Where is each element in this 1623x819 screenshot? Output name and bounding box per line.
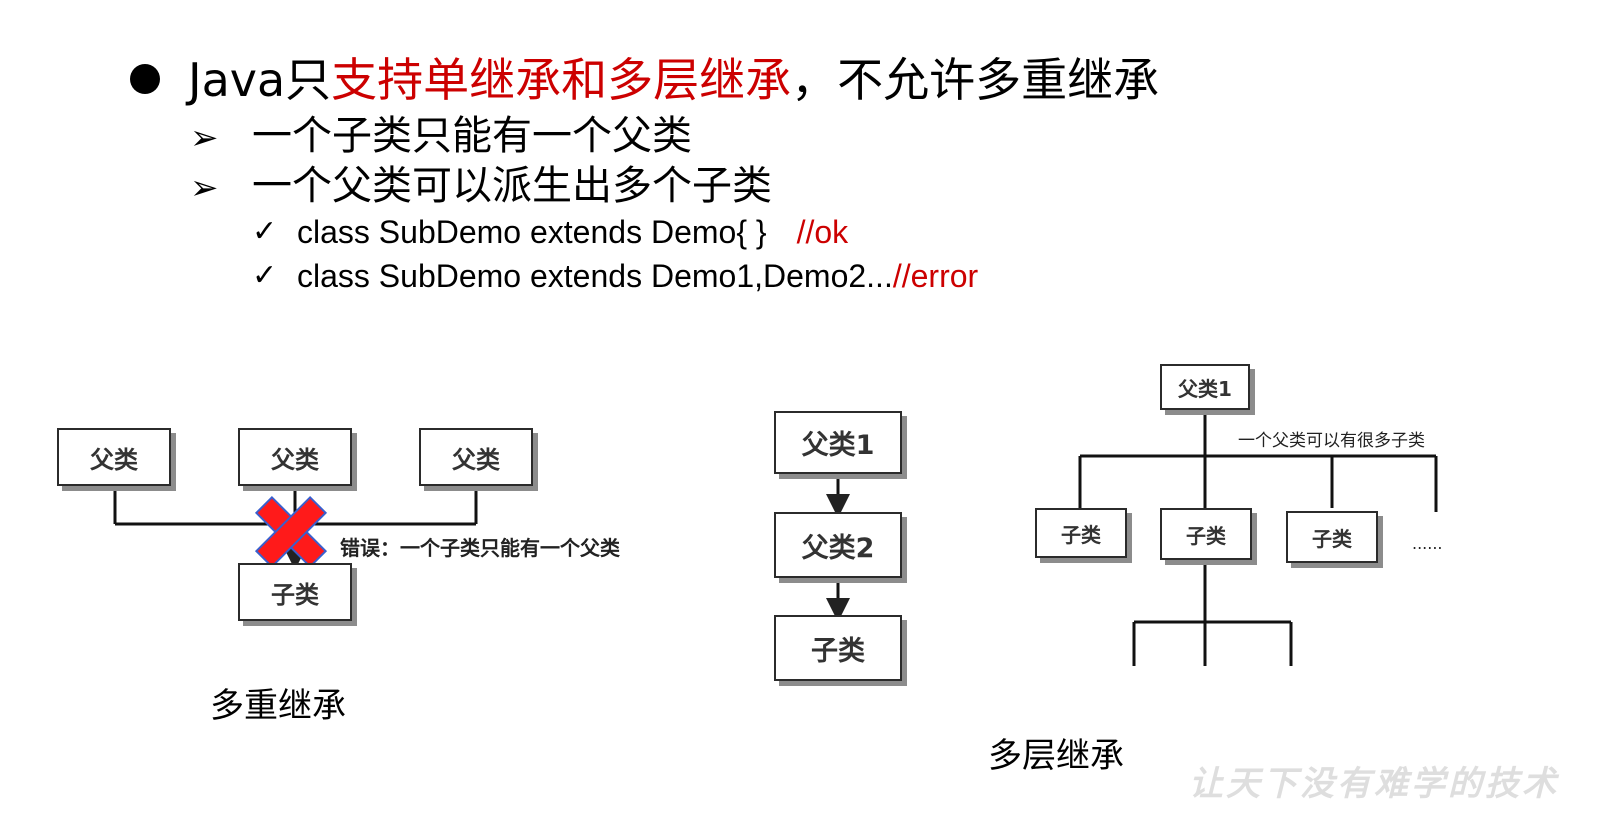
hier-child-label: 子类 (1061, 522, 1101, 547)
parent-box-2: 父类 (238, 428, 352, 486)
watermark-text: 让天下没有难学的技术 (1189, 764, 1559, 804)
arrow-bullet-icon: ➢ (190, 118, 219, 158)
sub-point-1: 一个子类只能有一个父类 (252, 113, 692, 159)
parent-box-label: 父类 (452, 445, 500, 474)
error-note: 错误：一个子类只能有一个父类 (340, 536, 620, 560)
error-cross-icon (254, 495, 328, 569)
root-box-label: 父类1 (1178, 376, 1232, 401)
level-box-2: 父类2 (774, 512, 902, 578)
example-error-comment: //error (892, 258, 979, 294)
parent-box-label: 父类 (271, 445, 319, 474)
example-ok-comment: //ok (796, 214, 849, 250)
level-box-label: 父类1 (801, 430, 875, 461)
hier-child-box-1: 子类 (1035, 508, 1127, 558)
main-bullet-dot (130, 64, 160, 94)
heading-prefix: Java只 (188, 53, 332, 107)
level-box-3: 子类 (774, 615, 902, 681)
hierarchy-note: 一个父类可以有很多子类 (1238, 431, 1425, 451)
example-ok-code: class SubDemo extends Demo{ } (297, 214, 767, 250)
example-error-code: class SubDemo extends Demo1,Demo2... (297, 258, 893, 294)
child-box: 子类 (238, 563, 352, 621)
level-box-label: 子类 (811, 635, 865, 667)
heading-highlight: 支持单继承和多层继承 (331, 53, 792, 107)
parent-box-label: 父类 (90, 445, 138, 474)
caption-multiple-inheritance: 多重继承 (210, 686, 346, 726)
child-box-label: 子类 (271, 580, 319, 609)
hier-child-box-2: 子类 (1160, 508, 1252, 560)
example-error: class SubDemo extends Demo1,Demo2...//er… (297, 256, 978, 296)
check-icon: ✓ (252, 214, 278, 249)
root-box: 父类1 (1160, 364, 1250, 410)
main-heading: Java只支持单继承和多层继承，不允许多重继承 (188, 50, 1159, 110)
check-icon: ✓ (252, 258, 278, 293)
hier-child-label: 子类 (1312, 526, 1352, 551)
sub-point-2: 一个父类可以派生出多个子类 (252, 163, 772, 209)
hier-child-label: 子类 (1186, 523, 1226, 548)
level-box-label: 父类2 (801, 532, 875, 564)
hier-child-box-3: 子类 (1286, 511, 1378, 563)
ellipsis-text: ...... (1412, 534, 1443, 553)
parent-box-3: 父类 (419, 428, 533, 486)
heading-suffix: ，不允许多重继承 (791, 53, 1160, 107)
arrow-bullet-icon: ➢ (190, 168, 219, 208)
example-ok: class SubDemo extends Demo{ } //ok (297, 212, 848, 252)
level-box-1: 父类1 (774, 411, 902, 474)
parent-box-1: 父类 (57, 428, 171, 486)
caption-multilevel-inheritance: 多层继承 (988, 736, 1124, 776)
